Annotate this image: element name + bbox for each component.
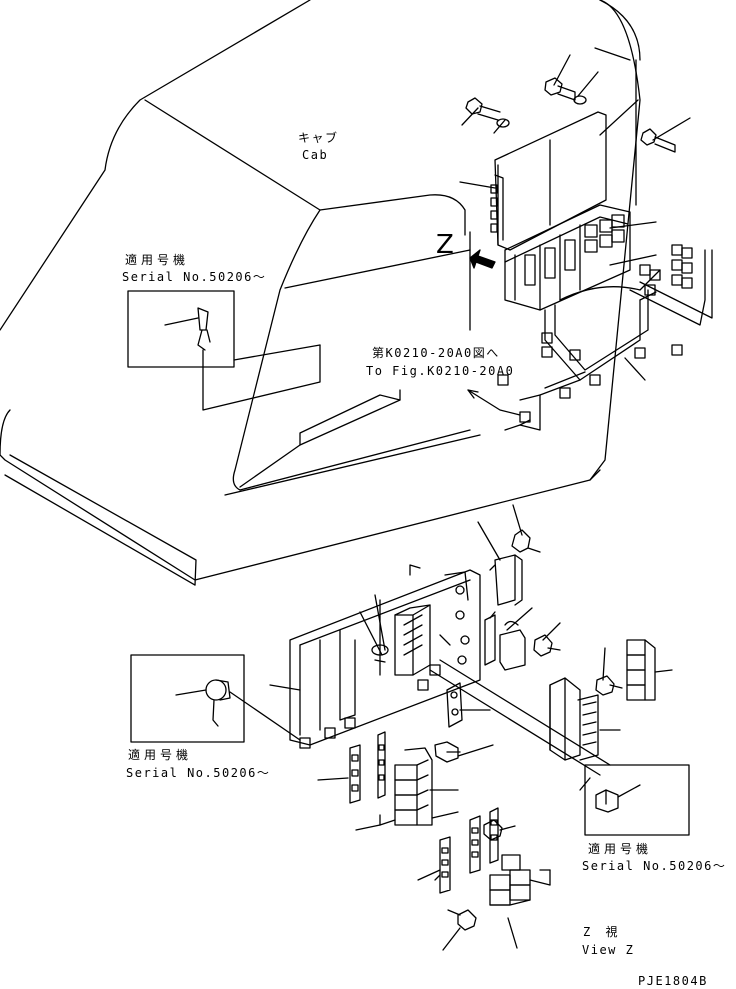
serial-label-jp-3: 適用号機 [588, 842, 653, 856]
serial-label-en-3: Serial No.50206～ [582, 859, 727, 873]
view-label-en: View Z [582, 943, 635, 957]
serial-label-jp-1: 適用号機 [125, 253, 190, 267]
serial-box-2 [130, 654, 301, 743]
cab-label-jp: キャブ [298, 131, 339, 145]
view-label-jp: Z 視 [583, 925, 622, 939]
leader-lines-upper [459, 54, 691, 381]
controller-assembly [465, 77, 713, 431]
leader-lines-lower [269, 504, 673, 757]
drawing-code: PJE1804B [638, 974, 708, 988]
bracket-assembly [289, 529, 656, 791]
serial-label-en-1: Serial No.50206～ [122, 270, 267, 284]
serial-box-1 [127, 290, 321, 411]
cab-label-en: Cab [302, 148, 329, 162]
figure-reference-jp: 第K0210-20A0図へ [372, 346, 500, 360]
serial-label-en-2: Serial No.50206～ [126, 766, 271, 780]
z-view-marker: Z [436, 230, 454, 260]
relay-groups [317, 731, 551, 951]
cab-outline [0, 0, 641, 586]
serial-box-3 [584, 764, 690, 836]
figure-reference-en: To Fig.K0210-20A0 [366, 364, 515, 378]
serial-label-jp-2: 適用号機 [128, 748, 193, 762]
